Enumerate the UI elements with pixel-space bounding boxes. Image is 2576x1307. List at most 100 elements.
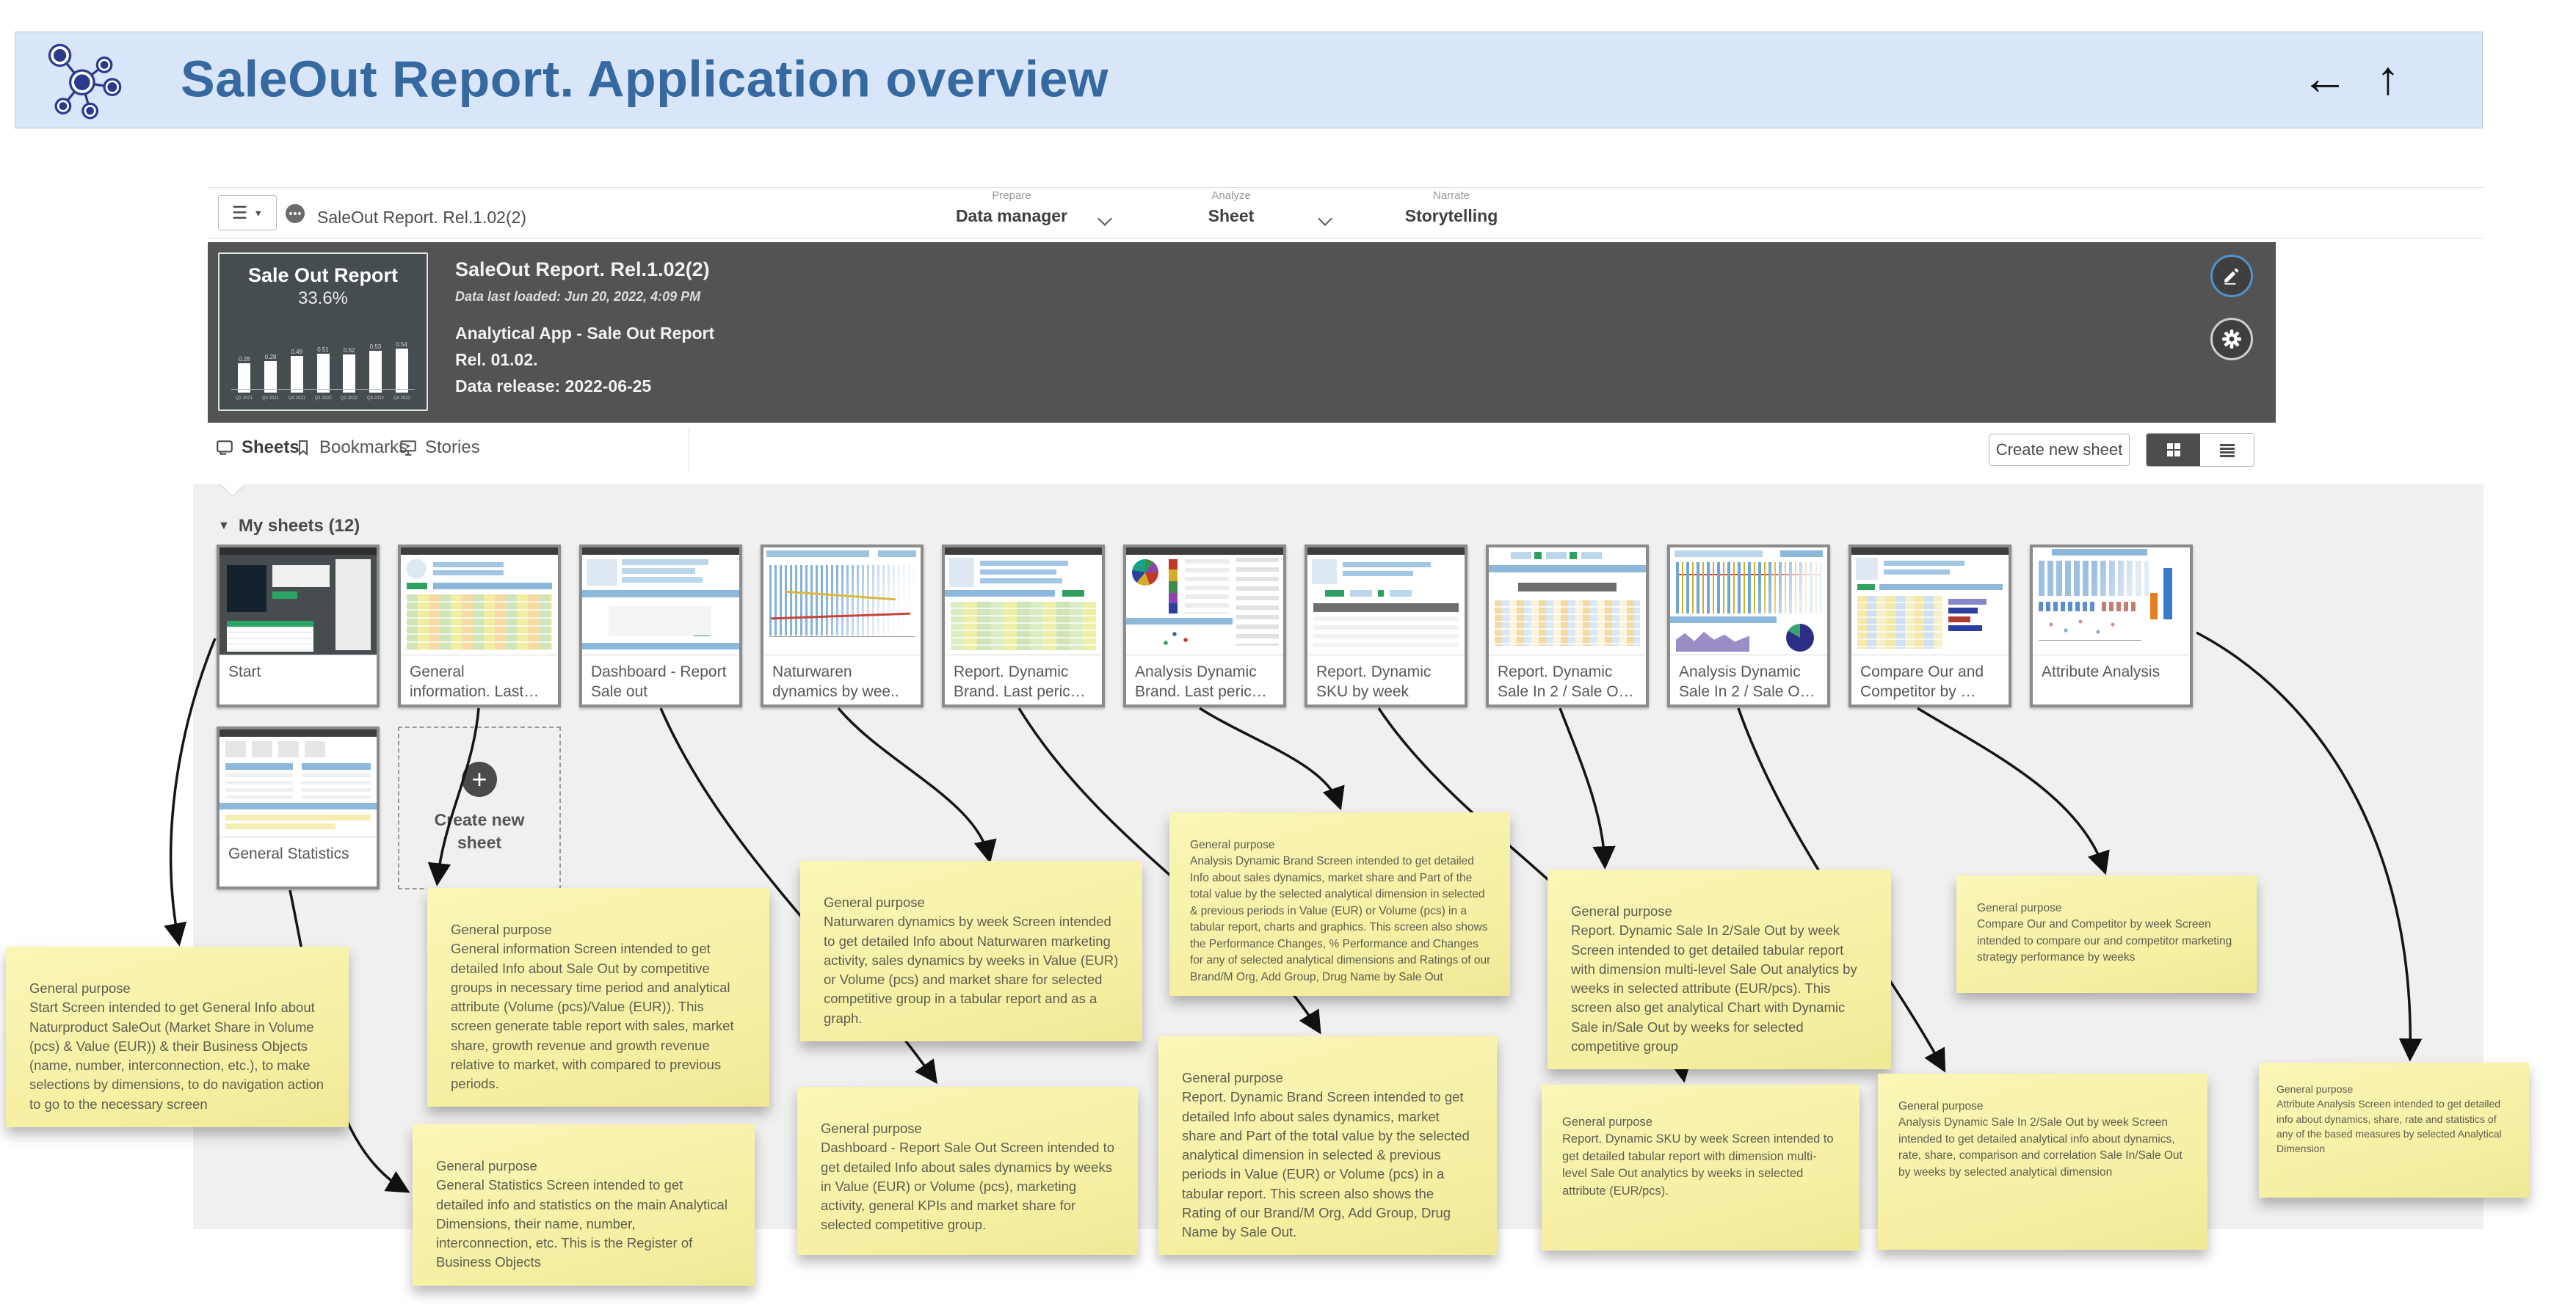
note-naturwaren-dynamics: General purpose Naturwaren dynamics by w… — [800, 861, 1142, 1041]
create-new-sheet-tile[interactable]: + Create new sheet — [398, 727, 561, 889]
sheet-card-label: Start — [228, 663, 261, 680]
bookmark-icon — [299, 440, 308, 456]
note-dashboard-report: General purpose Dashboard - Report Sale … — [797, 1087, 1138, 1255]
back-arrow-icon[interactable]: ← — [2301, 51, 2348, 105]
global-menu-button[interactable]: ☰ ▼ — [218, 195, 277, 230]
tab-label: Sheets — [242, 437, 300, 457]
view-toggle — [2146, 433, 2254, 467]
app-description-line: Data release: 2022-06-25 — [455, 376, 652, 396]
sheet-card-general-information[interactable]: General information. Last… — [398, 545, 561, 707]
sheet-card-naturwaren-dynamics[interactable]: Naturwaren dynamics by wee.. — [761, 545, 924, 707]
note-start-screen: General purpose Start Screen intended to… — [6, 947, 349, 1127]
settings-button[interactable] — [2210, 318, 2253, 360]
sheet-card-dashboard[interactable]: Dashboard - Report Sale out — [579, 545, 742, 707]
sheet-icon — [217, 440, 233, 455]
grid-icon — [2166, 443, 2180, 456]
sheet-card-analysis-dynamic-brand[interactable]: Analysis Dynamic Brand. Last peric… — [1123, 545, 1286, 707]
grid-view-button[interactable] — [2147, 434, 2200, 466]
sheet-thumbnail-image — [582, 547, 739, 655]
app-info-icon[interactable] — [285, 203, 305, 224]
note-title: General purpose — [1182, 1070, 1283, 1085]
data-loaded-label: Data last loaded: Jun 20, 2022, 4:09 PM — [455, 289, 701, 304]
sheet-thumbnail-image — [1489, 547, 1646, 655]
sheet-thumbnail-image — [1126, 547, 1283, 655]
note-body: Report. Dynamic Brand Screen intended to… — [1182, 1089, 1470, 1240]
sheet-card-label: Report. Dynamic SKU by week — [1316, 663, 1432, 701]
note-title: General purpose — [1562, 1115, 1652, 1129]
tab-stories[interactable]: Stories — [399, 437, 480, 458]
sheet-thumbnail-image — [219, 547, 377, 655]
app-meta: SaleOut Report. Rel.1.02(2) Data last lo… — [455, 258, 714, 396]
nav-narrate[interactable]: Narrate Storytelling — [1385, 189, 1517, 226]
sheet-card-compare-our-competitor[interactable]: Compare Our and Competitor by … — [1848, 545, 2011, 707]
note-report-dynamic-sku: General purpose Report. Dynamic SKU by w… — [1542, 1085, 1860, 1250]
note-title: General purpose — [29, 980, 131, 996]
nav-section-label: Analyze — [1211, 189, 1251, 202]
sheet-card-label: Compare Our and Competitor by … — [1860, 663, 1984, 701]
note-body: Dashboard - Report Sale Out Screen inten… — [821, 1140, 1115, 1233]
sheet-card-report-dynamic-salein2[interactable]: Report. Dynamic Sale In 2 / Sale O… — [1486, 545, 1649, 707]
my-sheets-title: My sheets (12) — [238, 516, 360, 536]
sheet-card-report-dynamic-brand[interactable]: Report. Dynamic Brand. Last peric… — [942, 545, 1105, 707]
nav-analyze[interactable]: Analyze Sheet — [1165, 189, 1297, 226]
active-tab-pointer — [220, 484, 245, 495]
note-body: Start Screen intended to get General Inf… — [29, 1000, 324, 1112]
app-description-line: Rel. 01.02. — [455, 350, 538, 369]
sheet-card-label: Naturwaren dynamics by wee.. — [772, 663, 899, 701]
sheet-thumbnail-image — [1670, 547, 1827, 655]
note-body: Report. Dynamic Sale In 2/Sale Out by we… — [1571, 922, 1857, 1054]
note-compare-our-competitor: General purpose Compare Our and Competit… — [1956, 875, 2257, 993]
up-arrow-icon[interactable]: ↑ — [2376, 51, 2400, 105]
note-title: General purpose — [1571, 903, 1672, 919]
note-title: General purpose — [824, 895, 925, 910]
note-title: General purpose — [451, 922, 552, 937]
plus-icon: + — [462, 761, 497, 797]
note-body: Analysis Dynamic Sale In 2/Sale Out by w… — [1898, 1116, 2183, 1179]
tab-label: Bookmarks — [319, 437, 408, 457]
sheet-card-label: Report. Dynamic Sale In 2 / Sale O… — [1498, 663, 1634, 701]
note-attribute-analysis: General purpose Attribute Analysis Scree… — [2259, 1063, 2529, 1198]
sheet-card-general-statistics[interactable]: General Statistics — [217, 727, 380, 889]
note-title: General purpose — [821, 1121, 922, 1136]
gear-icon — [2222, 330, 2241, 349]
story-icon — [400, 440, 416, 456]
sheet-card-label: General Statistics — [228, 845, 349, 862]
sheet-thumbnail-image — [2033, 547, 2190, 655]
note-title: General purpose — [1190, 839, 1275, 851]
create-tile-label: Create new sheet — [434, 809, 525, 852]
note-general-information: General purpose General information Scre… — [427, 888, 769, 1107]
sheet-card-label: Analysis Dynamic Brand. Last peric… — [1135, 663, 1267, 701]
note-body: Report. Dynamic SKU by week Screen inten… — [1562, 1132, 1834, 1198]
note-body: General Statistics Screen intended to ge… — [436, 1177, 728, 1270]
app-thumb-value: 33.6% — [297, 288, 349, 308]
caret-down-icon: ▼ — [253, 207, 264, 219]
nav-item-label: Sheet — [1208, 206, 1255, 225]
page-title: SaleOut Report. Application overview — [181, 50, 1109, 108]
edit-button[interactable] — [2210, 255, 2253, 297]
sheet-card-start[interactable]: Start — [217, 545, 380, 707]
app-info-banner — [208, 242, 2276, 423]
list-icon — [2219, 444, 2235, 457]
sheet-card-analysis-dynamic-salein2[interactable]: Analysis Dynamic Sale In 2 / Sale O… — [1667, 545, 1830, 707]
nav-prepare[interactable]: Prepare Data manager — [946, 189, 1078, 226]
tab-bar: Sheets Bookmarks Stories — [208, 424, 2484, 484]
note-title: General purpose — [1977, 902, 2062, 914]
app-description-line: Analytical App - Sale Out Report — [455, 324, 715, 343]
sheet-card-attribute-analysis[interactable]: Attribute Analysis — [2030, 545, 2193, 707]
collapse-triangle-icon: ▼ — [218, 520, 230, 532]
create-new-sheet-button[interactable]: Create new sheet — [1989, 434, 2130, 466]
note-analysis-dynamic-salein2: General purpose Analysis Dynamic Sale In… — [1878, 1074, 2207, 1250]
list-view-button[interactable] — [2200, 434, 2254, 466]
network-logo-icon — [43, 41, 124, 120]
my-sheets-header[interactable]: ▼ My sheets (12) — [218, 516, 360, 536]
note-title: General purpose — [1898, 1100, 1984, 1113]
sheet-thumbnail-image — [219, 729, 377, 837]
toolbar-app-name: SaleOut Report. Rel.1.02(2) — [317, 208, 527, 227]
tab-bookmarks[interactable]: Bookmarks — [294, 437, 407, 458]
tab-sheets[interactable]: Sheets — [215, 437, 300, 458]
sheet-card-label: Dashboard - Report Sale out — [591, 663, 727, 701]
sheet-card-report-dynamic-sku[interactable]: Report. Dynamic SKU by week — [1305, 545, 1467, 707]
app-thumb-title: Sale Out Report — [247, 264, 399, 286]
sheet-card-label: Report. Dynamic Brand. Last peric… — [954, 663, 1086, 701]
